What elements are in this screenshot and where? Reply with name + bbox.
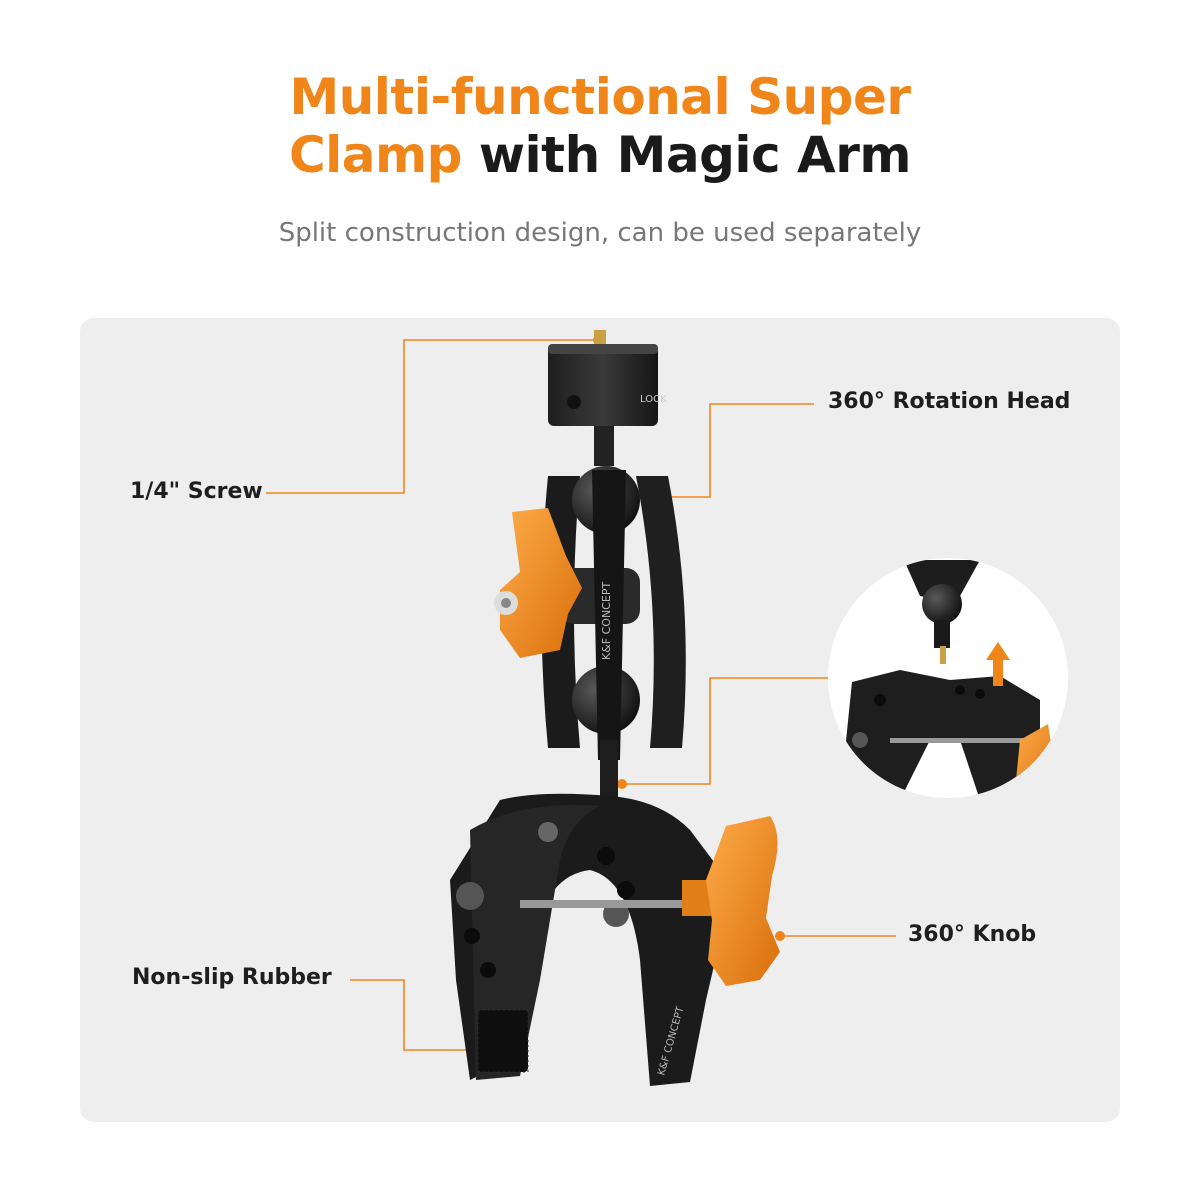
non-slip-rubber-pad: [478, 1010, 528, 1072]
screw-callout-label: 1/4" Screw: [130, 479, 263, 504]
title-line-1: Multi-functional Super: [0, 68, 1200, 126]
detail-callout-dot: [617, 779, 627, 789]
clamp-knob: [682, 816, 780, 986]
rubber-callout-label: Non-slip Rubber: [132, 965, 332, 990]
detail-inset: [828, 558, 1068, 798]
subtitle: Split construction design, can be used s…: [278, 218, 922, 248]
knob-callout-dot: [775, 931, 785, 941]
lock-mark: LOCK: [640, 394, 667, 405]
rotation-head: LOCK: [548, 330, 667, 466]
title-line-2: Clamp with Magic Arm: [0, 126, 1200, 184]
rotation-head-callout-label: 360° Rotation Head: [828, 389, 1071, 414]
arm-knob: [494, 508, 582, 658]
title-accent-1: Multi-functional Super: [289, 68, 911, 126]
knob-callout-label: 360° Knob: [908, 922, 1037, 947]
super-clamp: K&F CONCEPT: [450, 793, 730, 1086]
page-title: Multi-functional Super Clamp with Magic …: [0, 68, 1200, 184]
magic-arm: K&F CONCEPT: [541, 466, 686, 810]
rubber-callout-line: [350, 979, 508, 1051]
title-accent-2: Clamp: [288, 126, 462, 184]
screw-callout-line: [266, 339, 598, 494]
quarter-inch-screw: [594, 330, 606, 344]
brand-mark-arm: K&F CONCEPT: [600, 582, 613, 660]
detail-callout-line: [622, 677, 828, 785]
up-arrow-icon: [986, 642, 1010, 686]
title-dark: with Magic Arm: [461, 126, 912, 184]
